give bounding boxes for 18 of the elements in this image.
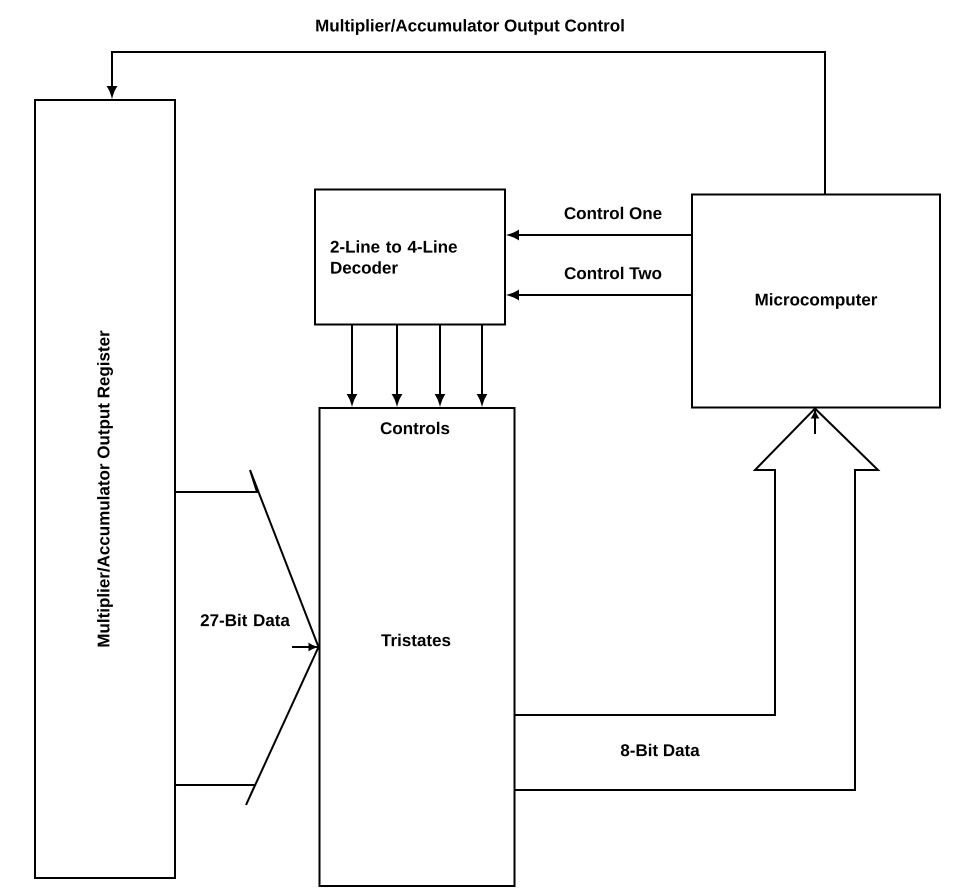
arrow — [392, 326, 402, 404]
edge-label: Control Two — [563, 266, 663, 280]
arrow — [107, 51, 826, 194]
bus-arrow — [514, 406, 880, 791]
edge-label: Multiplier/Accumulator Output Control — [314, 18, 626, 36]
edge-label: Control One — [562, 206, 664, 220]
tristate-box: Controls Tristates — [318, 407, 516, 887]
arrow — [477, 326, 487, 404]
arrow — [508, 230, 691, 240]
arrow — [435, 326, 445, 404]
bus-arrow — [175, 469, 320, 806]
register-box: Multiplier/Accumulator Output Register — [34, 99, 176, 879]
arrow — [347, 326, 357, 404]
microcomputer-box: Microcomputer — [691, 194, 941, 408]
decoder-box: 2-Line to 4-Line Decoder — [314, 188, 506, 326]
arrow — [508, 290, 691, 300]
edge-label: 27-Bit Data — [199, 612, 291, 628]
edge-label: 8-Bit Data — [619, 742, 701, 758]
